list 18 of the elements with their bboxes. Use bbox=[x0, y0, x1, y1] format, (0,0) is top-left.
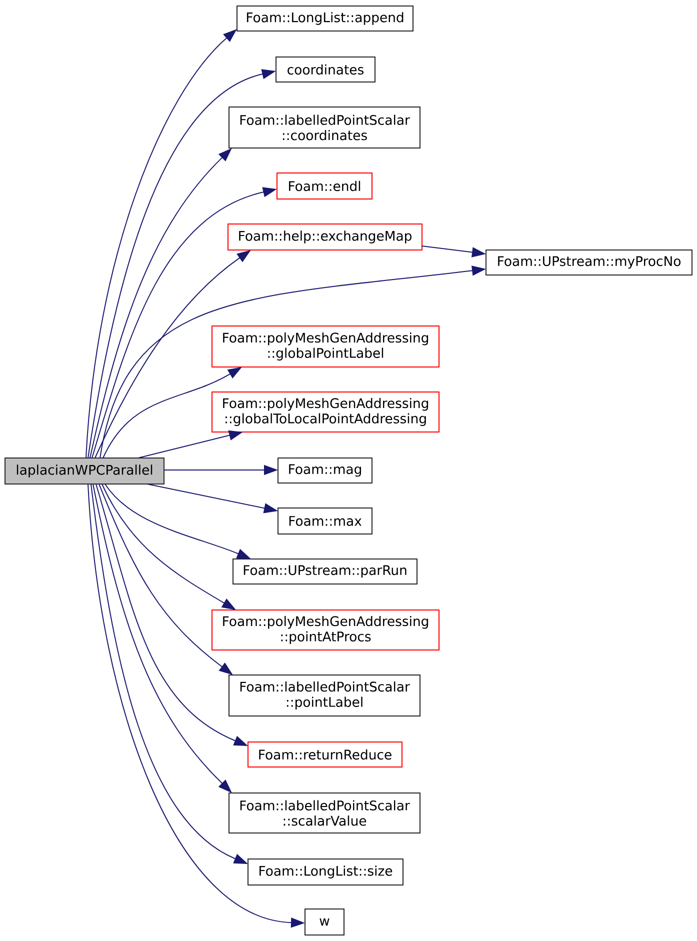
function-box: Foam::UPstream::parRun bbox=[232, 558, 418, 584]
function-box: Foam::max bbox=[278, 508, 372, 534]
function-box: Foam::polyMeshGenAddressing ::pointAtProcs bbox=[212, 610, 440, 650]
function-box: Foam::endl bbox=[276, 172, 372, 200]
function-box: Foam::mag bbox=[278, 458, 372, 484]
function-box: Foam::labelledPointScalar ::pointLabel bbox=[228, 674, 420, 716]
function-box: Foam::LongList::size bbox=[248, 858, 404, 886]
function-box: Foam::polyMeshGenAddressing ::globalToLocalPointAddressing bbox=[212, 392, 440, 432]
function-box: Foam::returnReduce bbox=[248, 742, 402, 768]
function-box: laplacianWPCParallel bbox=[4, 458, 164, 484]
function-box: coordinates bbox=[276, 56, 376, 82]
function-box: Foam::LongList::append bbox=[236, 6, 414, 32]
function-box: Foam::polyMeshGenAddressing ::globalPointLabel bbox=[212, 326, 440, 368]
function-box: Foam::labelledPointScalar ::scalarValue bbox=[228, 792, 420, 834]
function-box: Foam::labelledPointScalar ::coordinates bbox=[228, 106, 420, 148]
function-box: Foam::help::exchangeMap bbox=[228, 224, 422, 250]
function-box: Foam::UPstream::myProcNo bbox=[486, 250, 692, 276]
function-box: w bbox=[304, 908, 344, 936]
